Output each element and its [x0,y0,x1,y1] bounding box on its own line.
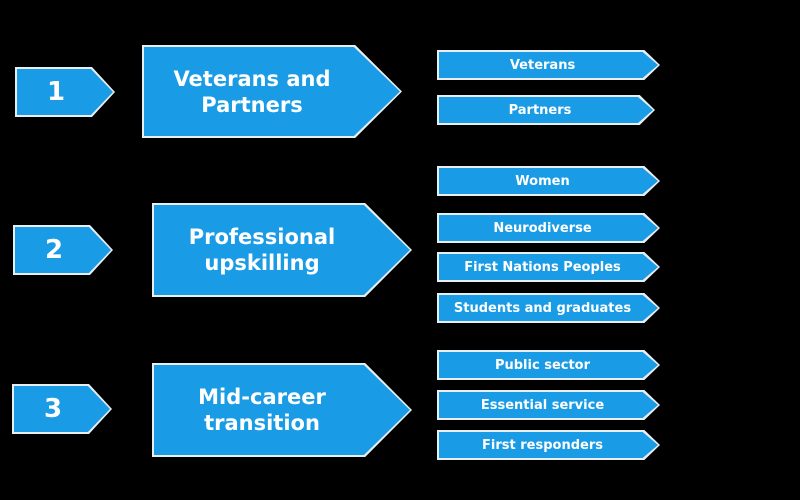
item-first-responders: First responders [437,430,660,460]
item-students-graduates: Students and graduates [437,293,660,323]
step-number-2: 2 [13,225,113,275]
item-essential-service: Essential service [437,390,660,420]
step-number-3: 3 [12,384,112,434]
group-title-line: Partners [201,92,303,117]
item-veterans: Veterans [437,50,660,80]
item-first-nations-peoples: First Nations Peoples [437,252,660,282]
group-title-line: transition [204,411,320,435]
group-title-line: upskilling [204,251,320,275]
item-women: Women [437,166,660,196]
item-public-sector: Public sector [437,350,660,380]
item-neurodiverse: Neurodiverse [437,213,660,243]
item-partners: Partners [437,95,655,125]
group-title-line: Mid-career [198,385,326,409]
group-title-line: Professional [188,225,336,249]
step-number-1: 1 [15,67,115,117]
group-title-line: Veterans and [173,66,331,91]
